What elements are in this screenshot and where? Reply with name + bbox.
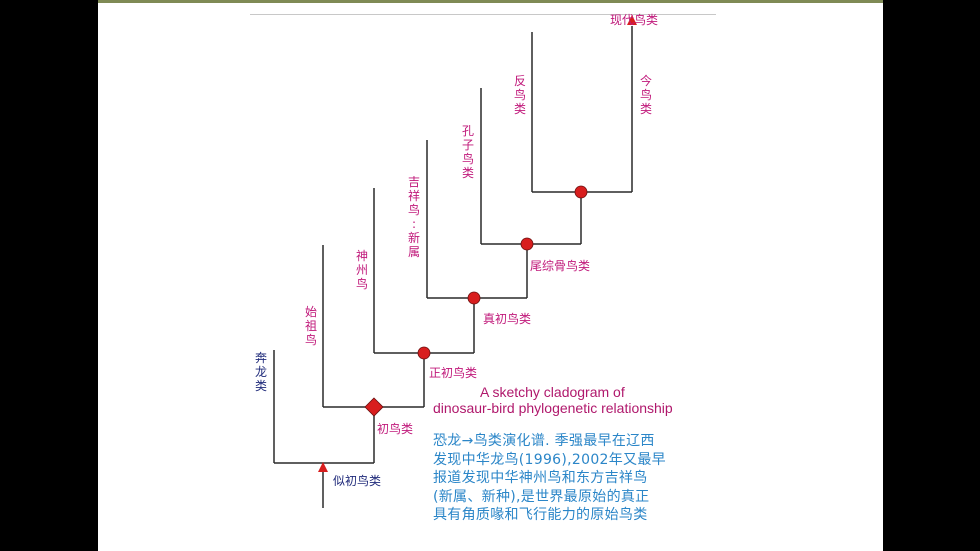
label-enantiornithes: 反鸟类 <box>514 74 526 116</box>
label-modern-birds: 现代鸟类 <box>610 12 658 27</box>
description-line: 报道发现中华神州鸟和东方吉祥鸟 <box>433 470 648 486</box>
description-line: 恐龙→鸟类演化谱. 季强最早在辽西 <box>433 433 655 449</box>
node-orthornithes-dot-icon <box>417 346 431 360</box>
node-avialae-diamond-icon <box>364 397 384 417</box>
label-pygostylia: 尾综骨鸟类 <box>530 258 590 273</box>
label-avialae: 初鸟类 <box>377 421 413 436</box>
chinese-description: 恐龙→鸟类演化谱. 季强最早在辽西 发现中华龙鸟(1996),2002年又最早 … <box>433 432 733 525</box>
description-line: (新属、新种),是世界最原始的真正 <box>433 488 650 505</box>
label-shenzhou: 神州鸟 <box>356 249 368 291</box>
label-archaeopteryx: 始祖鸟 <box>305 305 317 347</box>
label-orthornithes: 正初鸟类 <box>429 365 477 380</box>
label-neornithes: 今鸟类 <box>640 73 652 116</box>
caption-line-1: A sketchy cladogram of <box>480 384 625 400</box>
label-dromaeosaurs: 奔龙类 <box>255 351 267 393</box>
node-euornithes-dot-icon <box>467 291 481 305</box>
label-proto-birds: 似初鸟类 <box>333 473 381 488</box>
node-pygostylia-dot-icon <box>520 237 534 251</box>
description-line: 发现中华龙鸟(1996),2002年又最早 <box>433 451 666 468</box>
description-line: 具有角质喙和飞行能力的原始鸟类 <box>433 507 648 523</box>
top-accent-strip <box>98 0 883 3</box>
label-confuciusornithes: 孔子鸟类 <box>462 124 474 180</box>
label-euornithes: 真初鸟类 <box>483 311 531 326</box>
modern-birds-arrow-icon <box>627 15 637 25</box>
node-ornithothoraces-dot-icon <box>574 185 588 199</box>
caption-line-2: dinosaur-bird phylogenetic relationship <box>433 400 673 416</box>
top-divider <box>250 14 716 15</box>
root-arrow-icon <box>318 462 328 472</box>
label-jeholornis: 吉祥鸟:新属 <box>408 175 420 259</box>
slide-canvas <box>98 3 883 551</box>
